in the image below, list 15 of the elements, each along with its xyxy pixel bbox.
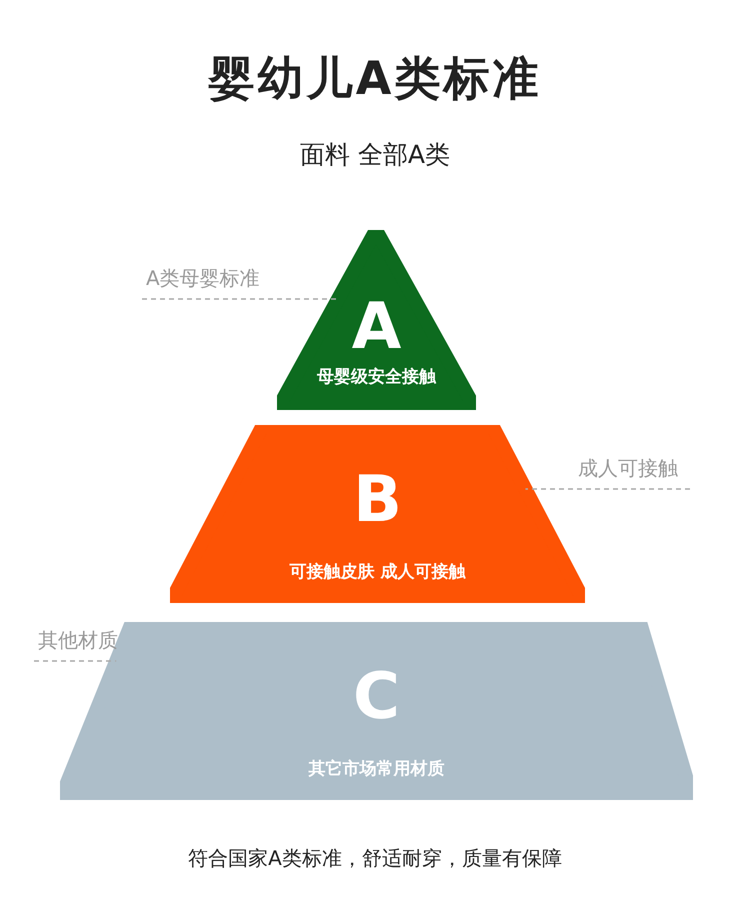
- tier-description: 可接触皮肤 成人可接触: [288, 561, 467, 583]
- tier-description: 母婴级安全接触: [316, 366, 438, 388]
- subtitle: 面料 全部A类: [298, 139, 452, 171]
- tier-letter: B: [352, 463, 403, 537]
- tier-description: 其它市场常用材质: [308, 758, 446, 780]
- leader-line: [142, 298, 338, 300]
- side-label: A类母婴标准: [146, 265, 260, 292]
- tier-letter: A: [350, 290, 402, 364]
- leader-line: [34, 660, 116, 662]
- caption: 符合国家A类标准，舒适耐穿，质量有保障: [187, 845, 563, 872]
- side-label: 其他材质: [38, 627, 118, 654]
- title: 婴幼儿A类标准: [207, 50, 542, 107]
- leader-line: [525, 488, 690, 490]
- tier-letter: C: [352, 660, 401, 734]
- side-label: 成人可接触: [578, 455, 678, 482]
